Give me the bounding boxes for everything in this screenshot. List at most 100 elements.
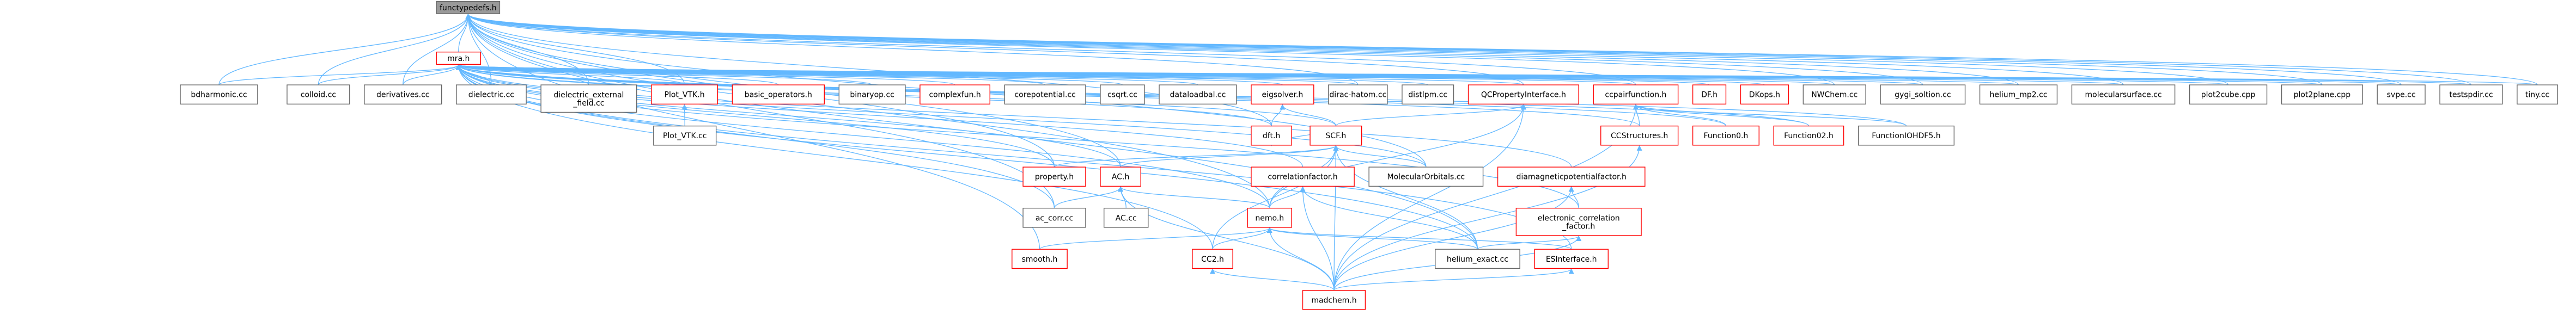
node-complexfun[interactable]: complexfun.h xyxy=(919,84,990,105)
edge-colloid-to-mra xyxy=(318,64,461,85)
node-plot2cube[interactable]: plot2cube.cpp xyxy=(2189,84,2268,105)
node-corrfactor[interactable]: correlationfactor.h xyxy=(1251,166,1355,187)
node-label: QCPropertyInterface.h xyxy=(1481,91,1566,100)
node-label: smooth.h xyxy=(1022,255,1058,264)
node-molsurf[interactable]: molecularsurface.cc xyxy=(2071,84,2176,105)
node-molorb[interactable]: MolecularOrbitals.cc xyxy=(1368,166,1484,187)
node-label: helium_exact.cc xyxy=(1447,255,1508,264)
edge-ac-to-scf xyxy=(1120,145,1339,168)
node-diamag[interactable]: diamagneticpotentialfactor.h xyxy=(1497,166,1646,187)
node-label: molecularsurface.cc xyxy=(2085,91,2162,100)
edge-ac_corr-to-functypedefs xyxy=(465,14,1055,208)
node-label: DKops.h xyxy=(1749,91,1780,100)
edge-plot_vtk_h-to-mra xyxy=(455,64,685,85)
node-gygi[interactable]: gygi_soltion.cc xyxy=(1880,84,1966,105)
node-dielectric[interactable]: dielectric.cc xyxy=(456,84,527,105)
node-esinterface[interactable]: ESInterface.h xyxy=(1534,249,1609,269)
edge-property-to-mra xyxy=(455,64,1055,168)
node-plot2plane[interactable]: plot2plane.cpp xyxy=(2281,84,2363,105)
node-binaryop[interactable]: binaryop.cc xyxy=(838,84,906,105)
node-ac[interactable]: AC.h xyxy=(1100,166,1141,187)
node-ac_corr[interactable]: ac_corr.cc xyxy=(1022,207,1086,228)
node-label: Function02.h xyxy=(1784,132,1834,140)
node-function0[interactable]: Function0.h xyxy=(1692,125,1759,146)
edge-bdharmonic-to-mra xyxy=(218,64,461,85)
node-bdharmonic[interactable]: bdharmonic.cc xyxy=(180,84,258,105)
node-qcprop[interactable]: QCPropertyInterface.h xyxy=(1467,84,1579,105)
node-label: colloid.cc xyxy=(301,91,336,100)
edge-helium_exact-to-scf xyxy=(1333,145,1478,250)
node-label: AC.h xyxy=(1112,173,1129,182)
node-helium_mp2[interactable]: helium_mp2.cc xyxy=(1979,84,2058,105)
edge-dirac-to-functypedefs xyxy=(465,14,1359,85)
node-helium_exact[interactable]: helium_exact.cc xyxy=(1435,249,1520,269)
node-nwchem[interactable]: NWChem.cc xyxy=(1802,84,1866,105)
node-label: ac_corr.cc xyxy=(1036,214,1073,223)
node-dkops[interactable]: DKops.h xyxy=(1740,84,1789,105)
node-basic_ops[interactable]: basic_operators.h xyxy=(732,84,825,105)
node-label: madchem.h xyxy=(1311,296,1356,305)
edge-madchem-to-cc2 xyxy=(1210,268,1335,291)
edge-cc2-to-scf xyxy=(1212,145,1339,250)
node-dataloadbal[interactable]: dataloadbal.cc xyxy=(1159,84,1237,105)
edge-madchem-to-esinterface xyxy=(1333,268,1574,291)
node-label: svpe.cc xyxy=(2387,91,2416,100)
edge-tiny-to-mra xyxy=(456,64,2538,85)
node-label: SCF.h xyxy=(1325,132,1346,140)
node-property[interactable]: property.h xyxy=(1022,166,1086,187)
edge-molorb-to-scf xyxy=(1333,145,1427,168)
node-functypedefs[interactable]: functypedefs.h xyxy=(436,1,501,14)
node-smooth[interactable]: smooth.h xyxy=(1012,249,1068,269)
node-dft[interactable]: dft.h xyxy=(1251,125,1292,146)
node-tiny[interactable]: tiny.cc xyxy=(2517,84,2558,105)
node-eigsolver[interactable]: eigsolver.h xyxy=(1251,84,1314,105)
node-dirac[interactable]: dirac-hatom.cc xyxy=(1328,84,1388,105)
node-corepotential[interactable]: corepotential.cc xyxy=(1004,84,1086,105)
node-label: NWChem.cc xyxy=(1811,91,1858,100)
node-madchem[interactable]: madchem.h xyxy=(1302,289,1366,310)
node-plot_vtk_h[interactable]: Plot_VTK.h xyxy=(651,84,718,105)
edge-gygi-to-functypedefs xyxy=(465,14,1923,85)
node-label: CCStructures.h xyxy=(1611,132,1668,140)
node-diatlpm[interactable]: distlpm.cc xyxy=(1402,84,1454,105)
node-nemo[interactable]: nemo.h xyxy=(1247,207,1292,228)
node-scf[interactable]: SCF.h xyxy=(1310,125,1362,146)
edge-property-to-scf xyxy=(1053,145,1339,168)
node-label: dft.h xyxy=(1263,132,1280,140)
node-label: FunctionIOHDF5.h xyxy=(1872,132,1940,140)
node-csqrt[interactable]: csqrt.cc xyxy=(1100,84,1145,105)
node-label: testspdir.cc xyxy=(2449,91,2493,100)
node-label: gygi_soltion.cc xyxy=(1895,91,1951,100)
node-cc2[interactable]: CC2.h xyxy=(1192,249,1233,269)
node-function02[interactable]: Function02.h xyxy=(1773,125,1844,146)
node-label: Plot_VTK.cc xyxy=(663,132,707,140)
node-label: helium_mp2.cc xyxy=(1989,91,2047,100)
node-colloid[interactable]: colloid.cc xyxy=(287,84,350,105)
edge-helium_exact-to-nemo xyxy=(1266,227,1478,250)
node-label: complexfun.h xyxy=(929,91,981,100)
node-ccpair[interactable]: ccpairfunction.h xyxy=(1593,84,1679,105)
node-functionhdf5[interactable]: FunctionIOHDF5.h xyxy=(1858,125,1954,146)
node-plot_vtk_cc[interactable]: Plot_VTK.cc xyxy=(653,125,717,146)
node-elec_corr[interactable]: electronic_correlation_factor.h xyxy=(1515,207,1642,236)
node-label: dielectric.cc xyxy=(468,91,514,100)
edge-functionhdf5-to-ccpair xyxy=(1633,104,1907,127)
node-label: ccpairfunction.h xyxy=(1605,91,1666,100)
node-ccstructures[interactable]: CCStructures.h xyxy=(1600,125,1679,146)
edge-madchem-to-nemo xyxy=(1266,227,1335,291)
node-ac_cc[interactable]: AC.cc xyxy=(1104,207,1149,228)
edge-nwchem-to-functypedefs xyxy=(465,14,1835,85)
node-label: bdharmonic.cc xyxy=(191,91,247,100)
node-df[interactable]: DF.h xyxy=(1692,84,1727,105)
node-mra[interactable]: mra.h xyxy=(436,51,481,65)
edge-scf-to-eigsolver xyxy=(1280,104,1336,126)
node-label: functypedefs.h xyxy=(440,4,497,13)
node-testspdir[interactable]: testspdir.cc xyxy=(2439,84,2503,105)
node-derivatives[interactable]: derivatives.cc xyxy=(364,84,442,105)
edge-helium_exact-to-corrfactor xyxy=(1300,186,1478,250)
edge-esinterface-to-mra xyxy=(455,64,1572,250)
edge-binaryop-to-mra xyxy=(456,64,873,85)
node-dielectric_ext[interactable]: dielectric_external_field.cc xyxy=(540,84,637,113)
node-svpe[interactable]: svpe.cc xyxy=(2377,84,2426,105)
edge-dft-to-eigsolver xyxy=(1271,104,1286,126)
